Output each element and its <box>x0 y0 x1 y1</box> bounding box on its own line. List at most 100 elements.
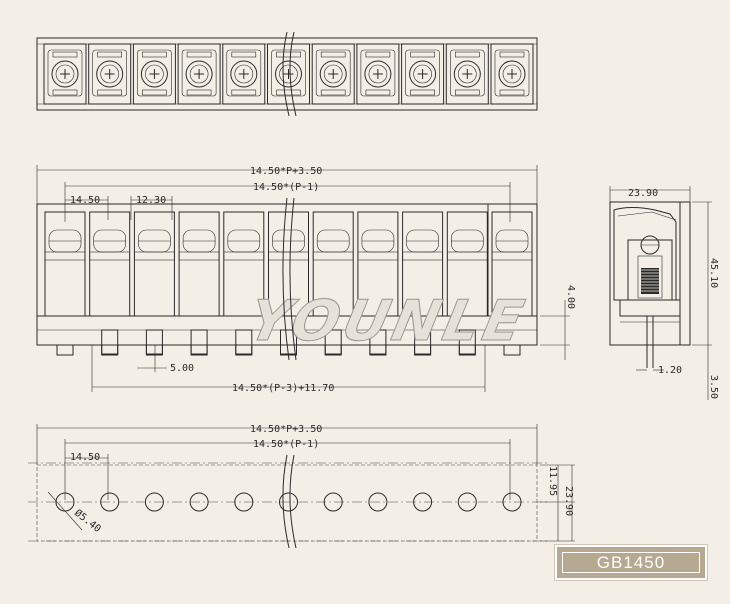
cell-frame <box>311 43 355 105</box>
cell-frame <box>88 43 132 105</box>
screw-head-icon <box>51 60 79 88</box>
cell-frame <box>490 43 534 105</box>
pin-stub <box>369 329 387 355</box>
screw-head-icon <box>185 60 213 88</box>
pin-stub <box>235 329 253 355</box>
cell-tab <box>97 89 122 96</box>
top-terminal-cell <box>401 43 445 105</box>
cell-width-label: 12.30 <box>136 195 166 206</box>
cell-tab <box>186 51 212 58</box>
depth-label: 23.90 <box>628 188 658 199</box>
clamp <box>491 251 533 261</box>
screw-head-icon <box>409 60 437 88</box>
front-terminal-cell <box>178 211 220 317</box>
clamp <box>134 251 175 261</box>
overall-length-label: 14.50*P+3.50 <box>250 166 322 177</box>
front-terminal-cell <box>133 211 175 317</box>
front-terminal-cell <box>89 211 131 317</box>
clamp <box>312 251 354 261</box>
screw-ring <box>145 64 164 84</box>
product-code-badge: GB1450 <box>555 545 707 580</box>
cell-body <box>223 211 265 317</box>
clamp <box>446 251 488 261</box>
cell-body <box>178 211 220 317</box>
pin-stub <box>101 329 119 355</box>
clamp <box>223 251 265 261</box>
cell-tab <box>320 51 346 58</box>
clamp <box>178 251 220 261</box>
mounting-hole <box>279 492 298 512</box>
pin-length-label: 4.00 <box>565 285 576 309</box>
screw-ring <box>368 64 388 84</box>
footprint-depth-label: 23.90 <box>563 486 574 516</box>
top-terminal-cell <box>311 43 355 105</box>
row-offset-label: 11.95 <box>547 466 558 496</box>
cell-tab <box>97 51 122 58</box>
cell-frame <box>132 43 176 105</box>
cell-tab <box>52 89 78 96</box>
cell-inner <box>405 49 440 97</box>
screw-head-icon <box>319 60 347 88</box>
screw-head-icon <box>230 60 258 88</box>
mounting-hole <box>234 492 254 512</box>
pin-below-label: 3.50 <box>708 375 719 399</box>
screw-head-icon <box>498 60 526 88</box>
top-terminal-cell <box>445 43 489 105</box>
pin-stub <box>190 329 208 355</box>
clamp <box>89 251 130 261</box>
pin-foot <box>503 344 521 356</box>
cell-tab <box>142 51 167 58</box>
top-terminal-cell <box>132 43 176 105</box>
pin-stub <box>145 329 163 355</box>
mounting-hole <box>100 492 120 512</box>
screw-ring <box>234 64 254 84</box>
cell-inner <box>494 49 530 97</box>
cell-body <box>402 211 444 317</box>
pin-span-label: 14.50*(P-3)+11.70 <box>232 383 334 394</box>
cell-inner <box>449 49 485 97</box>
pcb-footprint-view: 14.50*P+3.50 14.50*(P-1) 14.50 Ø5.40 11.… <box>28 424 575 542</box>
cell-body <box>89 211 131 317</box>
front-terminal-cell <box>402 211 444 317</box>
screw-head-icon <box>140 60 168 88</box>
mounting-hole <box>323 492 343 512</box>
product-code: GB1450 <box>562 552 700 573</box>
cell-tab <box>320 89 346 96</box>
cell-body <box>268 211 309 317</box>
cell-tab <box>52 51 78 58</box>
mounting-hole <box>502 492 522 512</box>
cell-tab <box>231 89 257 96</box>
mounting-hole <box>189 492 209 512</box>
top-terminal-cell <box>43 43 87 105</box>
footprint-span-label: 14.50*(P-1) <box>253 439 319 450</box>
cell-inner <box>315 49 351 97</box>
screw-head-icon <box>453 60 481 88</box>
screw-head-icon <box>96 60 124 88</box>
pin-foot <box>56 344 74 356</box>
top-terminal-cell <box>88 43 132 105</box>
cell-inner <box>47 49 83 97</box>
cell-tab <box>276 89 301 96</box>
mounting-hole <box>457 492 477 512</box>
side-view: 23.90 45.10 3.50 1.20 <box>609 186 719 400</box>
clamp <box>44 251 86 261</box>
cell-inner <box>271 49 306 97</box>
pin-offset-label: 5.00 <box>170 363 194 374</box>
cell-body <box>491 211 533 317</box>
cell-frame <box>222 43 266 105</box>
screw-ring <box>502 64 522 84</box>
pitch-label: 14.50 <box>70 195 100 206</box>
cell-tab <box>454 89 480 96</box>
height-label: 45.10 <box>708 258 719 288</box>
cell-tab <box>186 89 212 96</box>
front-terminal-cell <box>223 211 265 317</box>
cell-frame <box>43 43 87 105</box>
screw-ring <box>323 64 343 84</box>
cell-tab <box>410 89 435 96</box>
cell-body <box>357 211 399 317</box>
cell-body <box>44 211 86 317</box>
pin-stub <box>414 329 432 355</box>
cell-body <box>446 211 488 317</box>
cell-tab <box>142 89 167 96</box>
